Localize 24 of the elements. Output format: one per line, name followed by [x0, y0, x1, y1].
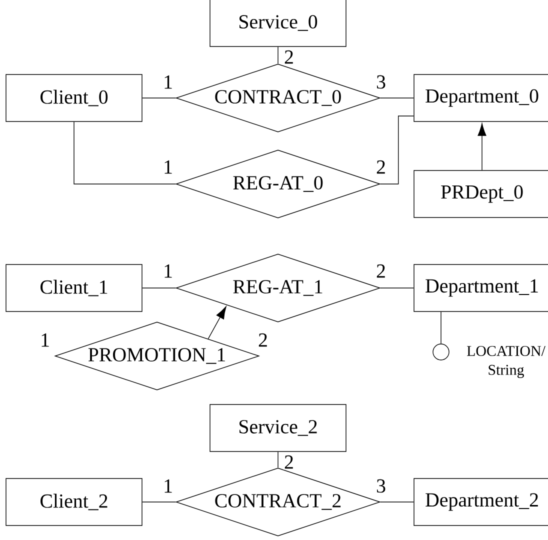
edge-label: 1	[162, 74, 174, 90]
cardinality-label: 1	[42, 333, 49, 347]
edge-label: 1	[162, 159, 174, 175]
entity-box: PRDept_0	[414, 170, 548, 218]
connector	[380, 116, 414, 184]
entity-box: Service_0	[210, 0, 346, 47]
cardinality-label: 2	[258, 333, 267, 347]
connector	[478, 123, 486, 170]
entity-box: Service_2	[210, 404, 346, 452]
entity-box: Department_0	[414, 74, 548, 122]
connector	[440, 312, 442, 344]
edge-label: 2	[283, 454, 295, 470]
attribute-circle	[432, 344, 450, 360]
entity-box: Client_0	[6, 74, 142, 122]
attribute-label: LOCATION/ String	[467, 346, 546, 378]
edge-label: 1	[162, 263, 174, 279]
entity-box: Client_1	[6, 264, 142, 312]
edge-label: 2	[283, 49, 295, 65]
entity-box: Client_2	[6, 478, 142, 526]
edge-label: 1	[162, 478, 174, 494]
entity-box: Department_1	[414, 264, 548, 312]
connector	[74, 122, 176, 184]
connector	[208, 306, 226, 340]
entity-box: Department_2	[414, 478, 548, 526]
